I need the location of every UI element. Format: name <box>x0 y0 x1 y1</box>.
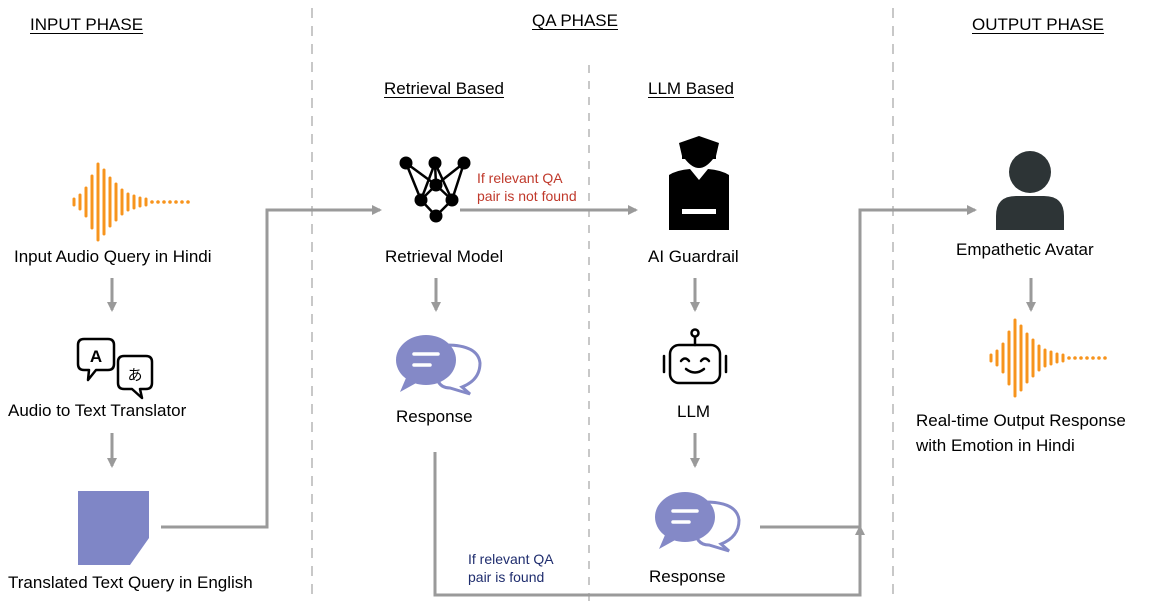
llm-label: LLM <box>677 402 711 421</box>
neural-network-icon <box>399 156 471 223</box>
arrow-text-to-retrieval <box>161 205 382 529</box>
arrow-retrieval-response-to-avatar <box>433 452 865 597</box>
output-phase-heading: OUTPUT PHASE <box>972 15 1104 34</box>
not-found-note-line2: pair is not found <box>477 188 577 204</box>
translate-glyph-b: あ <box>127 366 142 384</box>
chat-bubble-icon <box>396 335 482 396</box>
avatar-label: Empathetic Avatar <box>956 240 1094 259</box>
retrieval-response-label: Response <box>396 407 473 426</box>
input-audio-label: Input Audio Query in Hindi <box>14 247 212 266</box>
not-found-note-line1: If relevant QA <box>477 170 563 186</box>
retrieval-based-heading: Retrieval Based <box>384 79 505 98</box>
translated-text-label: Translated Text Query in English <box>8 573 253 592</box>
retrieval-model-label: Retrieval Model <box>385 247 504 266</box>
found-note-line1: If relevant QA <box>468 551 554 567</box>
translate-glyph-a: A <box>90 347 102 366</box>
document-icon <box>78 491 149 565</box>
audio-wave-icon <box>72 162 148 242</box>
found-note-line2: pair is found <box>468 569 545 585</box>
robot-icon <box>662 328 728 385</box>
audio-wave-dots <box>150 200 190 204</box>
llm-response-label: Response <box>649 567 726 586</box>
translator-label: Audio to Text Translator <box>8 401 187 420</box>
avatar-icon <box>996 151 1064 230</box>
output-audio-wave-icon <box>989 318 1065 398</box>
qa-phase-heading: QA PHASE <box>532 11 618 30</box>
arrow-llm-response-to-avatar <box>760 205 977 529</box>
guard-icon <box>669 136 729 230</box>
output-label-line1: Real-time Output Response <box>916 411 1126 430</box>
output-label-line2: with Emotion in Hindi <box>916 436 1075 455</box>
chat-bubble-icon <box>655 492 741 553</box>
input-phase-heading: INPUT PHASE <box>30 15 144 34</box>
output-audio-wave-dots <box>1067 356 1107 360</box>
guardrail-label: AI Guardrail <box>648 247 739 266</box>
translate-icon <box>76 337 154 400</box>
llm-based-heading: LLM Based <box>648 79 734 98</box>
